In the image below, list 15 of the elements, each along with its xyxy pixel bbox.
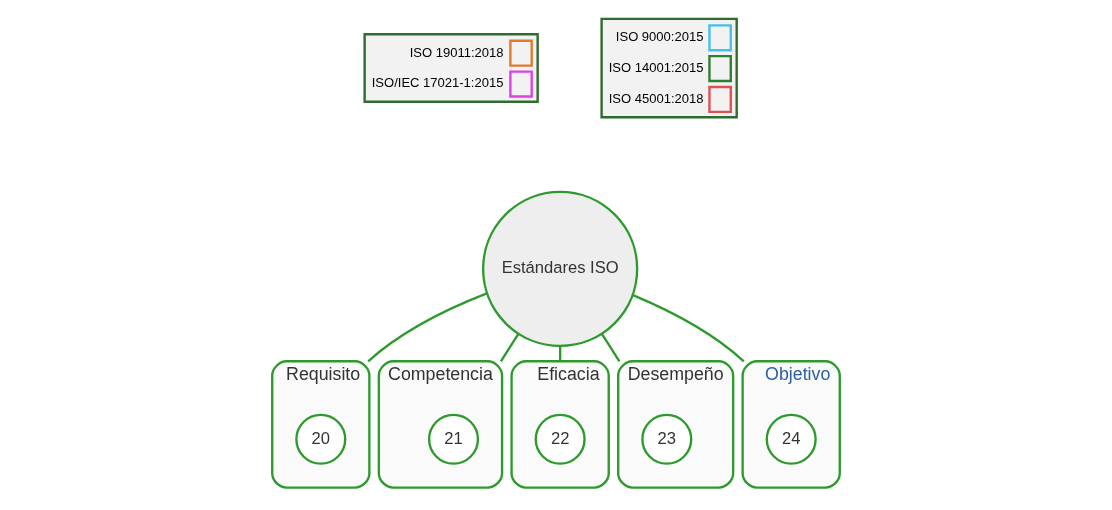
node-circle: Estándares ISO: [481, 190, 639, 348]
node-circle: 22: [534, 413, 586, 465]
node-circle: 20: [295, 413, 347, 465]
node-circle: 23: [641, 413, 693, 465]
legend-label: ISO 14001:2015: [608, 59, 704, 75]
node-circle: 21: [427, 413, 480, 465]
legend-label: ISO 45001:2018: [608, 90, 704, 106]
node-circle: 24: [765, 413, 817, 465]
legend-label: ISO/IEC 17021-1:2015: [371, 75, 504, 91]
connector: [632, 294, 745, 363]
legend-label: ISO 19011:2018: [409, 44, 504, 60]
connector: [367, 292, 488, 363]
connector: [600, 333, 621, 362]
connector: [499, 333, 520, 362]
legend-label: ISO 9000:2015: [615, 29, 704, 45]
